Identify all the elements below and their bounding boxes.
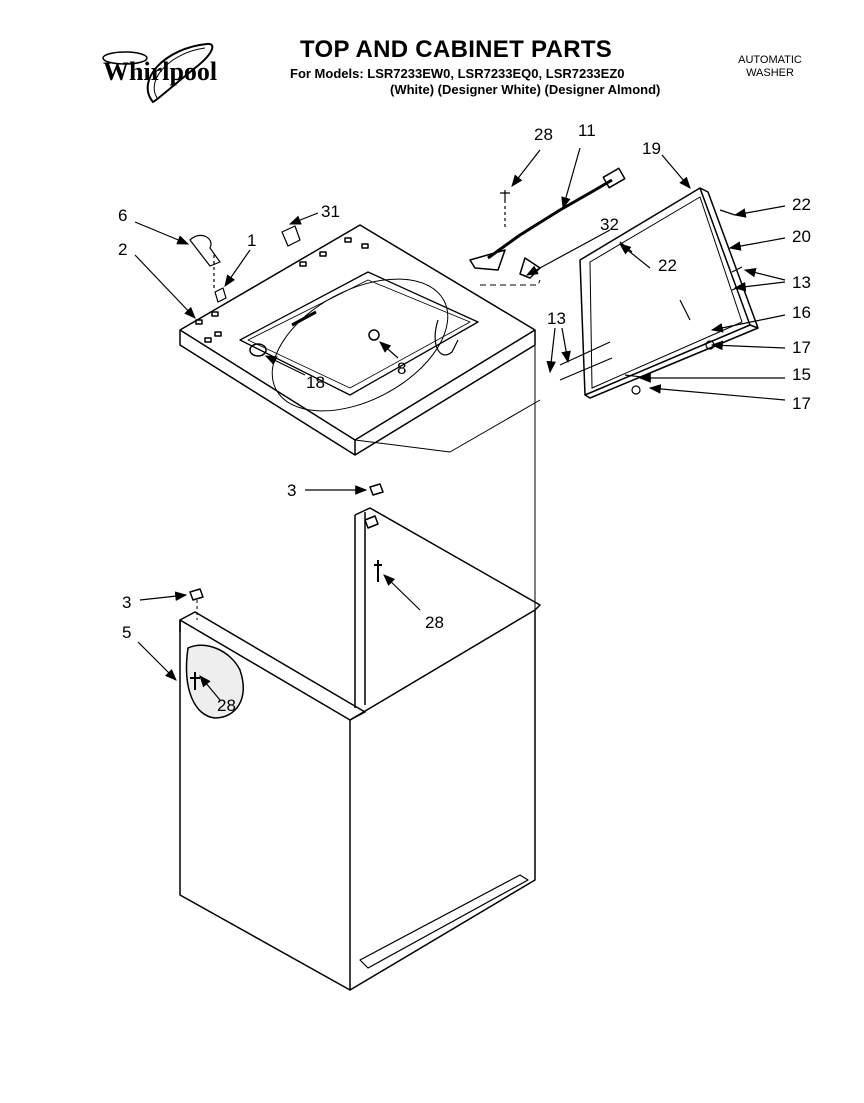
small-parts xyxy=(189,225,301,303)
lid-frame xyxy=(579,187,759,399)
callout-15: 15 xyxy=(792,365,811,384)
callout-28-panel: 28 xyxy=(217,696,236,715)
callout-13-right: 13 xyxy=(792,273,811,292)
callout-18: 18 xyxy=(306,373,325,392)
wire-harness xyxy=(469,167,626,286)
callout-32: 32 xyxy=(600,215,619,234)
callout-2: 2 xyxy=(118,240,128,259)
callout-13-left: 13 xyxy=(547,309,566,328)
callout-16: 16 xyxy=(792,303,811,322)
callout-17-upper: 17 xyxy=(792,338,811,357)
callout-20: 20 xyxy=(792,227,811,246)
callout-11-harness: 11 xyxy=(578,121,596,140)
callout-31: 31 xyxy=(321,202,340,221)
leader-lines xyxy=(134,147,786,701)
washer-top xyxy=(179,224,536,456)
callout-17-lower: 17 xyxy=(792,394,811,413)
model-colors: (White) (Designer White) (Designer Almon… xyxy=(390,82,661,97)
callout-1: 1 xyxy=(247,231,257,250)
callout-8: 8 xyxy=(397,359,407,378)
callout-22-upper: 22 xyxy=(792,195,811,214)
screws xyxy=(500,190,743,395)
whirlpool-logo: Whirlpool xyxy=(95,40,240,110)
callout-19-lid-frame: 19 xyxy=(642,139,661,158)
callout-3-upper: 3 xyxy=(287,481,297,500)
page-title: TOP AND CABINET PARTS xyxy=(300,36,613,63)
cabinet xyxy=(179,483,541,991)
callout-5-cabinet: 5 xyxy=(122,623,132,642)
product-type: AUTOMATIC WASHER xyxy=(720,54,820,80)
model-numbers: For Models: LSR7233EW0, LSR7233EQ0, LSR7… xyxy=(290,66,625,81)
product-line-2: WASHER xyxy=(746,67,794,79)
callout-22-lower: 22 xyxy=(658,256,677,275)
callout-28-screw: 28 xyxy=(534,125,553,144)
callout-3-lower: 3 xyxy=(122,593,132,612)
callout-28-cabinet: 28 xyxy=(425,613,444,632)
product-line-1: AUTOMATIC xyxy=(738,54,802,66)
callout-6: 6 xyxy=(118,206,128,225)
brand-text: Whirlpool xyxy=(103,57,217,86)
